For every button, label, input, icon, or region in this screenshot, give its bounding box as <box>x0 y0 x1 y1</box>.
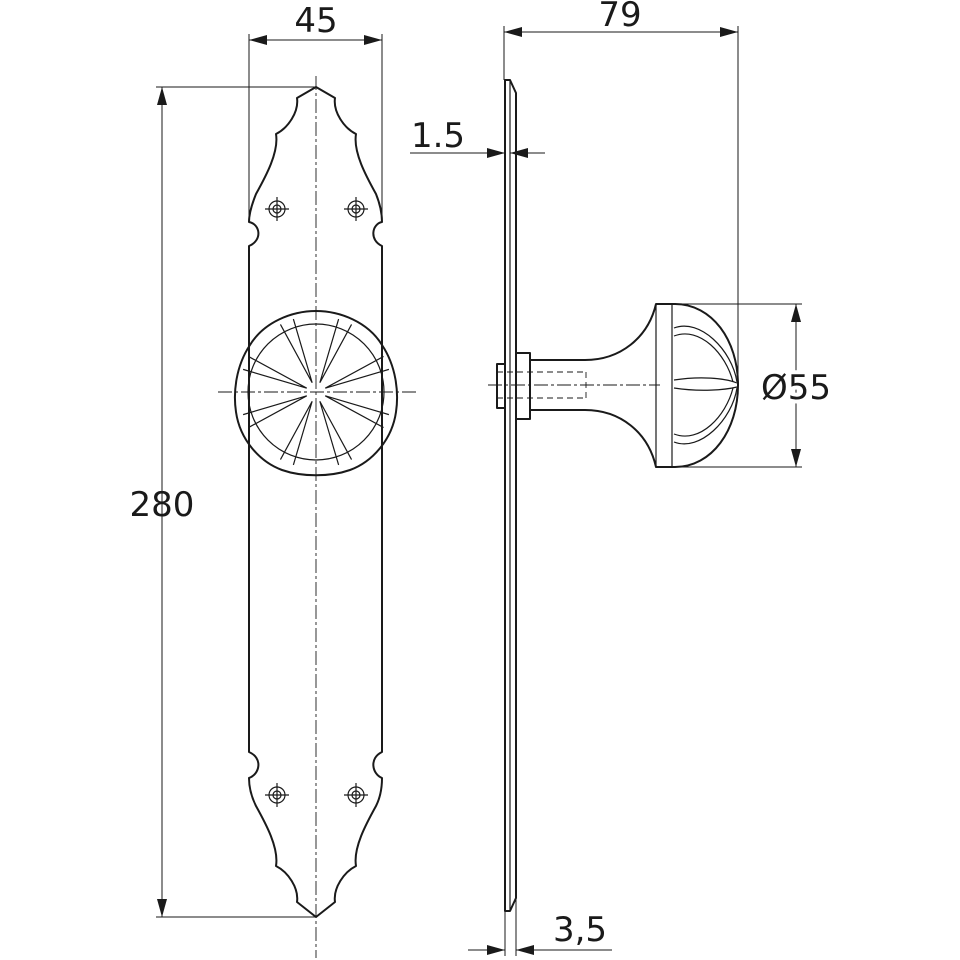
dimension-label-1-5: 1.5 <box>411 116 465 156</box>
dimension-label-o55: Ø55 <box>761 368 831 408</box>
rosette-petal <box>242 355 308 389</box>
dimension-overall-depth: 79 <box>503 0 739 384</box>
side-view <box>488 79 739 912</box>
dimension-label-45: 45 <box>294 1 337 41</box>
knob-rib <box>673 387 738 445</box>
rosette-petal <box>319 318 353 384</box>
rosette-petal <box>279 400 313 466</box>
rosette-petal <box>324 395 390 429</box>
spindle-square <box>496 363 506 409</box>
dimension-plate-thickness: 1.5 <box>410 116 545 158</box>
knob-rib <box>673 377 738 384</box>
rosette-petal <box>324 355 390 389</box>
rosette-petal <box>242 395 308 429</box>
knob-side-profile <box>529 303 739 468</box>
rose-collar <box>515 352 531 420</box>
dimension-label-79: 79 <box>598 0 641 35</box>
rosette-petal <box>279 318 313 384</box>
dimension-knob-diameter: Ø55 <box>675 303 835 468</box>
dimension-plate-width: 45 <box>248 1 383 220</box>
dimension-plate-height: 280 <box>130 86 316 918</box>
screw-hole-bottom-left <box>265 783 289 807</box>
screw-hole-top-left <box>265 197 289 221</box>
dimension-label-280: 280 <box>130 485 195 525</box>
screw-hole-bottom-right <box>344 783 368 807</box>
rosette-petal <box>319 400 353 466</box>
screw-hole-top-right <box>344 197 368 221</box>
dimension-plate-base-thickness: 3,5 <box>468 898 612 956</box>
knob-rib <box>673 325 738 383</box>
front-view <box>218 76 416 958</box>
dimension-label-3-5: 3,5 <box>553 910 607 950</box>
